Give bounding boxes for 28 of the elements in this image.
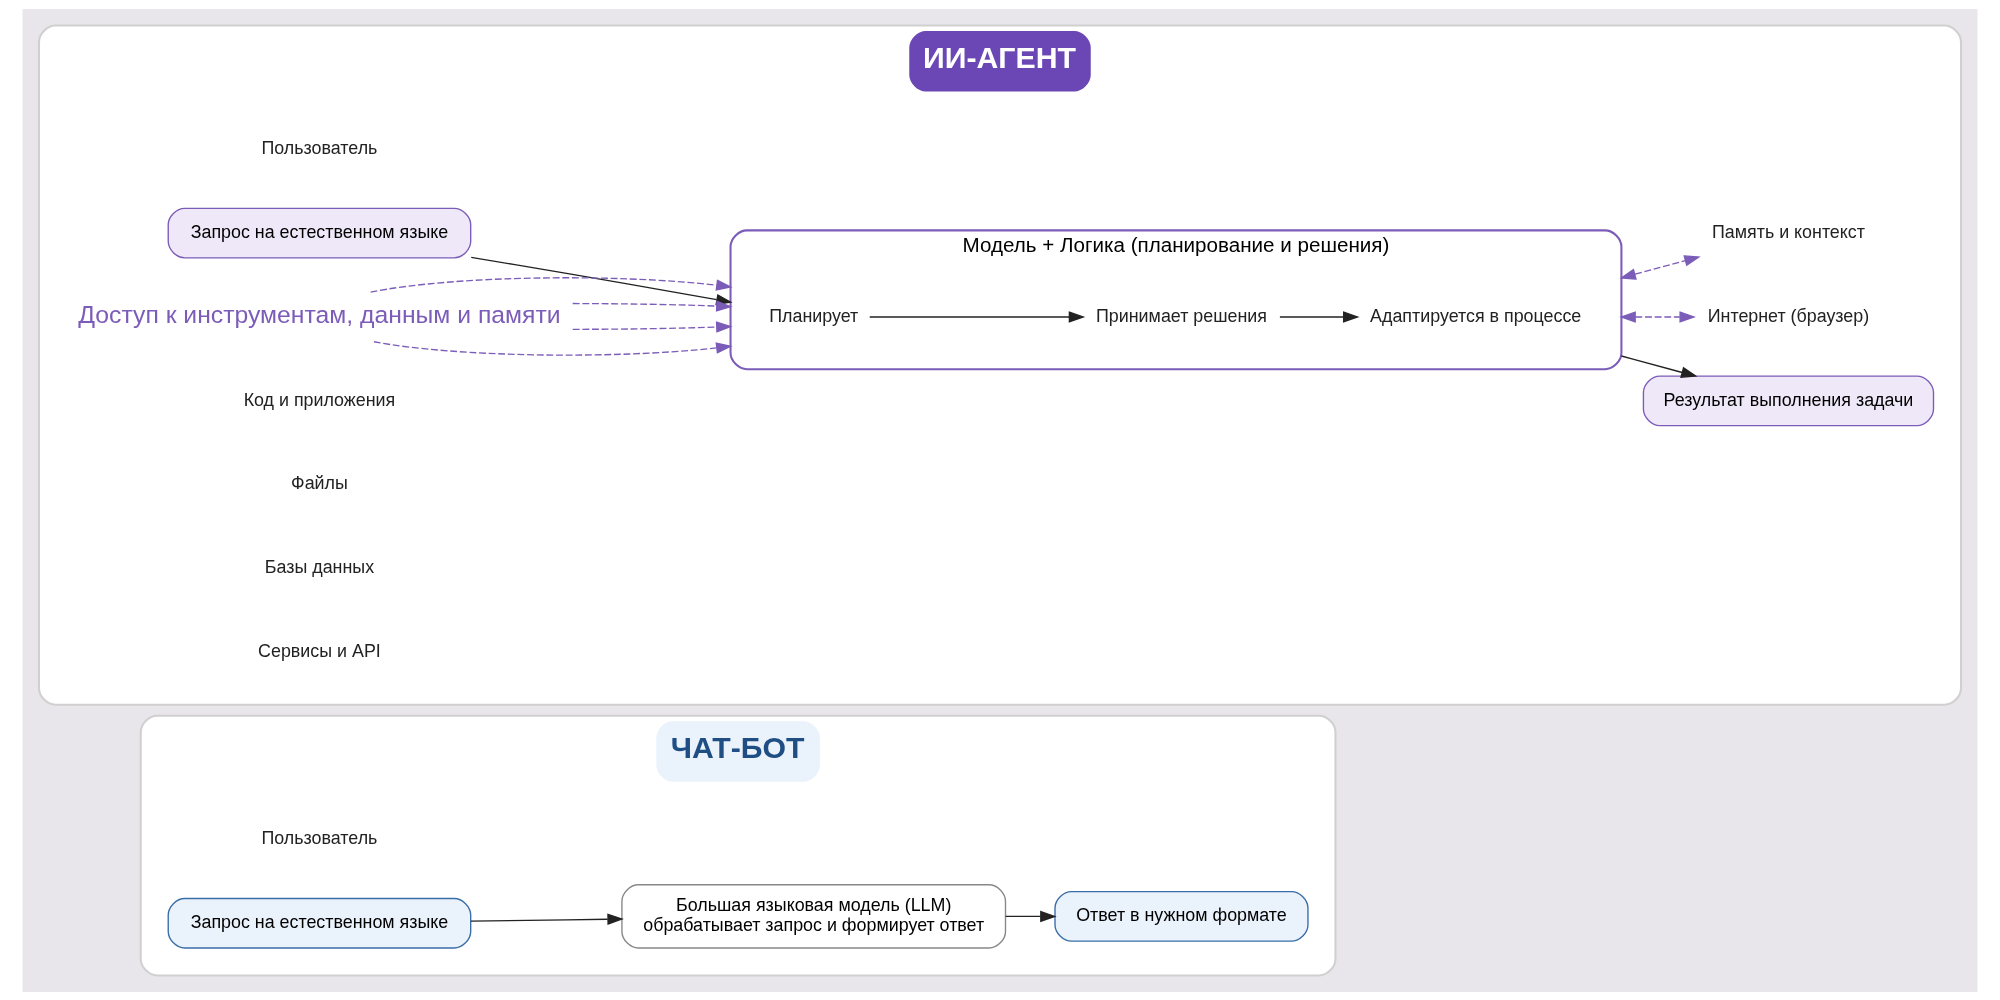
node-text: Код и приложения [243, 389, 396, 409]
node-text: Адаптируется в процессе [1370, 305, 1582, 326]
arrow [1619, 310, 1696, 323]
node-text: Базы данных [264, 556, 375, 577]
arrow [1620, 354, 1698, 378]
arrow [1279, 310, 1360, 323]
arrow [869, 310, 1086, 323]
arrow [1004, 910, 1057, 922]
node-box: Большая языковая модель (LLM) обрабатывает запрос и формирует ответ [621, 883, 1007, 949]
node-text: Сервисы и API [258, 640, 381, 661]
arrow [572, 299, 733, 312]
arrow [370, 276, 733, 293]
node-text: Доступ к инструментам, данным и памяти [78, 300, 561, 328]
node-box: Ответ в нужном формате [1054, 890, 1309, 942]
node-text: Принимает решения [1096, 305, 1267, 326]
arrow [373, 340, 733, 356]
arrow [572, 320, 733, 333]
node-text: Пользователь [261, 137, 378, 158]
node-box: Запрос на естественном языке [167, 207, 472, 259]
node-text: Файлы [291, 472, 348, 493]
arrow [1619, 254, 1701, 280]
node-text: Пользователь [261, 827, 378, 848]
node-box: Результат выполнения задачи [1642, 374, 1935, 426]
node-box: Запрос на естественном языке [167, 897, 472, 949]
arrow [470, 912, 624, 925]
node-text: Планирует [769, 305, 859, 326]
node-text: Память и контекст [1711, 221, 1865, 242]
node-text: Интернет (браузер) [1707, 305, 1870, 326]
